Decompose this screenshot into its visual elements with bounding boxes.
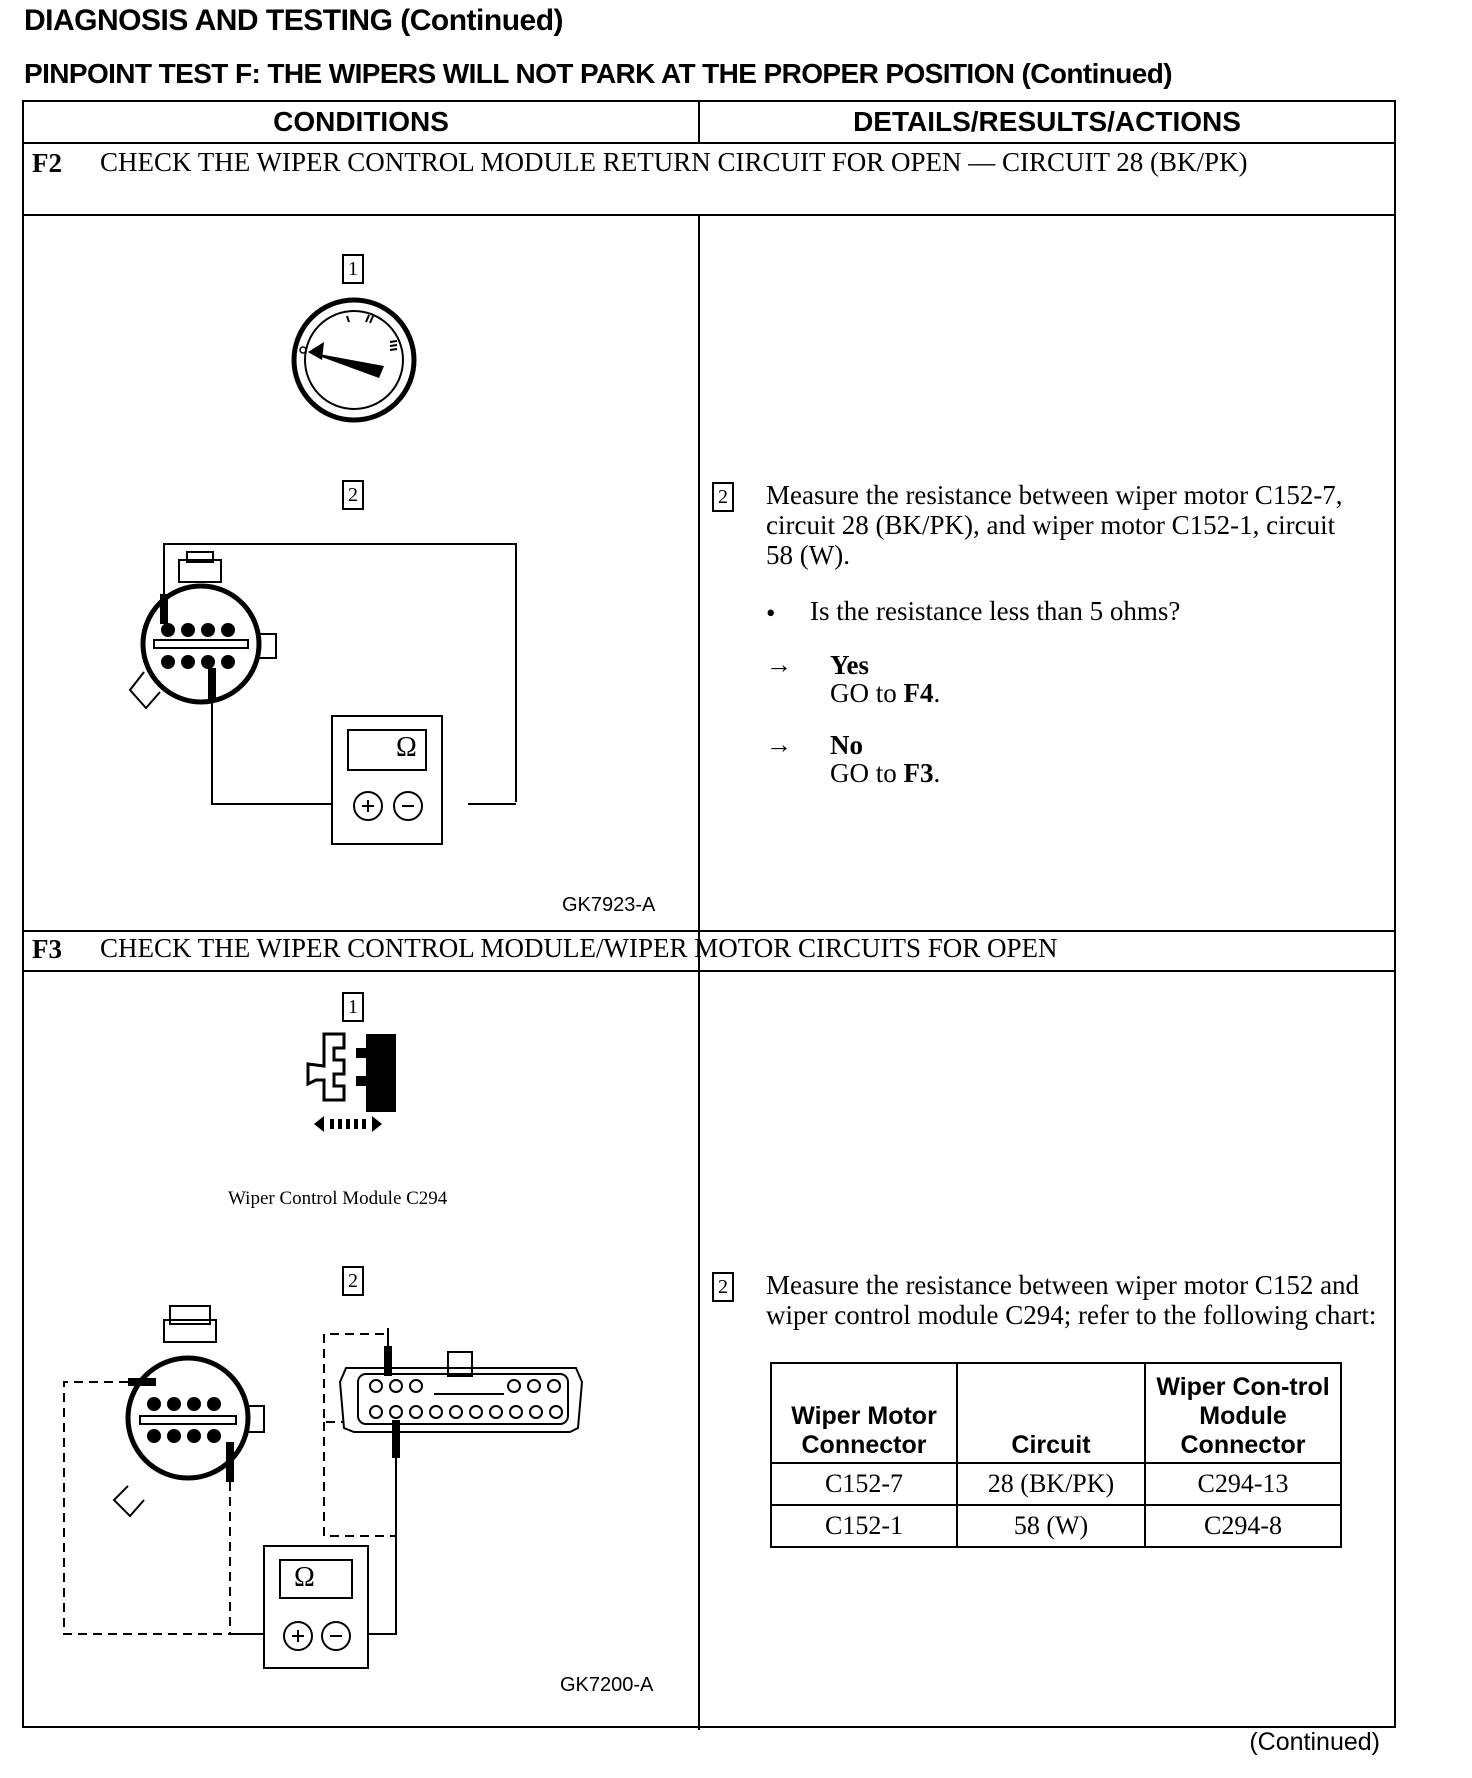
page-subtitle: PINPOINT TEST F: THE WIPERS WILL NOT PAR… bbox=[24, 58, 1173, 89]
action-text: Measure the resistance between wiper mot… bbox=[766, 1270, 1377, 1330]
figure-step-number: 2 bbox=[342, 1266, 364, 1296]
figure-code: GK7200-A bbox=[560, 1674, 654, 1696]
table-cell: C294-8 bbox=[1144, 1504, 1342, 1548]
continued-note: (Continued) bbox=[1249, 1728, 1380, 1756]
no-action: GO to F3. bbox=[830, 758, 941, 788]
figure-step-number: 1 bbox=[342, 992, 364, 1022]
divider bbox=[24, 142, 1394, 144]
wiper-motor-connector-ohmmeter-diagram bbox=[128, 543, 517, 845]
arrow-right-icon: → bbox=[766, 730, 792, 759]
module-motor-ohmmeter-diagram bbox=[63, 1305, 584, 1669]
connector-label: Wiper Control Module C294 bbox=[228, 1188, 448, 1209]
answer-no: No bbox=[830, 730, 863, 760]
arrow-right-icon: → bbox=[766, 650, 792, 679]
step-title: CHECK THE WIPER CONTROL MODULE RETURN CI… bbox=[100, 147, 1248, 177]
answer-yes: Yes bbox=[830, 650, 869, 680]
table-cell: C294-13 bbox=[1144, 1462, 1342, 1506]
table-cell: C152-7 bbox=[770, 1462, 958, 1506]
action-text: Measure the resistance between wiper mot… bbox=[766, 480, 1343, 570]
table-row: C152-7 28 (BK/PK) C294-13 bbox=[770, 1462, 1342, 1506]
pinpoint-test-table: CONDITIONS DETAILS/RESULTS/ACTIONS F2 CH… bbox=[22, 100, 1396, 1730]
table-cell: 58 (W) bbox=[956, 1504, 1146, 1548]
page-title: DIAGNOSIS AND TESTING (Continued) bbox=[24, 4, 564, 37]
table-header: Wiper Con-trol Module Connector bbox=[1144, 1362, 1342, 1464]
table-header-row: Wiper Motor Connector Circuit Wiper Con-… bbox=[770, 1362, 1342, 1464]
figure-step-number: 2 bbox=[342, 480, 364, 510]
figure-code: GK7923-A bbox=[562, 894, 656, 916]
figure-step-number: 1 bbox=[342, 254, 364, 284]
column-header-details: DETAILS/RESULTS/ACTIONS bbox=[853, 106, 1241, 137]
resistance-chart: Wiper Motor Connector Circuit Wiper Con-… bbox=[770, 1362, 1342, 1548]
action-step-number: 2 bbox=[712, 482, 734, 512]
table-cell: 28 (BK/PK) bbox=[956, 1462, 1146, 1506]
step-title: CHECK THE WIPER CONTROL MODULE/WIPER MOT… bbox=[100, 933, 1058, 963]
table-header: Wiper Motor Connector bbox=[770, 1362, 958, 1464]
bullet-icon: • bbox=[766, 598, 776, 628]
go-to-target: F3 bbox=[903, 758, 934, 788]
table-header: Circuit bbox=[956, 1362, 1146, 1464]
table-row: C152-1 58 (W) C294-8 bbox=[770, 1504, 1342, 1548]
go-to-target: F4 bbox=[903, 678, 934, 708]
go-to-text: GO to bbox=[830, 678, 904, 708]
ignition-switch-icon bbox=[291, 297, 417, 423]
step-id: F2 bbox=[32, 148, 62, 178]
question-text: Is the resistance less than 5 ohms? bbox=[810, 596, 1181, 626]
action-step-number: 2 bbox=[712, 1272, 734, 1302]
table-cell: C152-1 bbox=[770, 1504, 958, 1548]
yes-action: GO to F4. bbox=[830, 678, 941, 708]
divider bbox=[24, 930, 1394, 932]
divider bbox=[24, 970, 1394, 972]
connector-disconnect-icon bbox=[306, 1032, 396, 1132]
divider bbox=[698, 102, 700, 142]
divider bbox=[698, 970, 700, 1730]
step-id: F3 bbox=[32, 934, 62, 964]
column-header-conditions: CONDITIONS bbox=[273, 106, 449, 137]
ohm-symbol: Ω bbox=[396, 732, 417, 763]
go-to-text: GO to bbox=[830, 758, 904, 788]
divider bbox=[698, 214, 700, 1030]
divider bbox=[24, 214, 1394, 216]
ohm-symbol: Ω bbox=[294, 1562, 315, 1593]
